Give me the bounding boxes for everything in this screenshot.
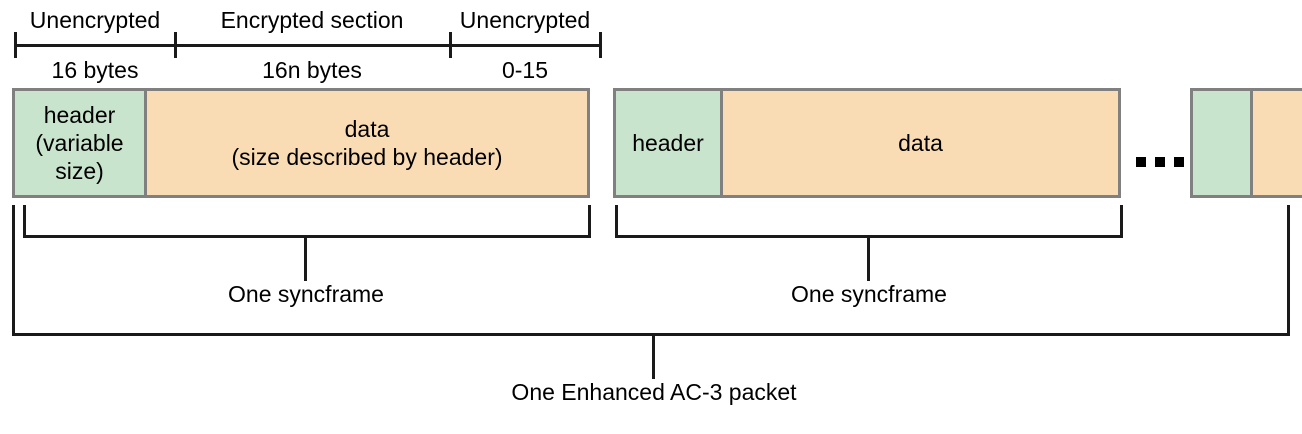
ruler-top-label-3: Unencrypted bbox=[459, 7, 591, 33]
packet-1-header-line-3: size) bbox=[55, 158, 104, 184]
packet-bracket-left-arm bbox=[12, 205, 15, 336]
continuation-ellipsis-icon bbox=[1136, 157, 1184, 167]
syncframe-1-left-arm bbox=[23, 205, 26, 238]
ruler-bottom-label-3: 0-15 bbox=[501, 57, 549, 83]
ruler-bottom-label-2: 16n bytes bbox=[262, 57, 362, 83]
ruler-top-label-2: Encrypted section bbox=[220, 7, 404, 33]
syncframe-1-rail bbox=[23, 235, 591, 238]
packet-bracket-label: One Enhanced AC-3 packet bbox=[511, 379, 797, 405]
syncframe-2-right-arm bbox=[1120, 205, 1123, 238]
packet-2-header-segment: header bbox=[616, 91, 723, 195]
packet-2-data-segment: data bbox=[723, 91, 1118, 195]
packet-bracket-right-arm bbox=[1287, 205, 1290, 336]
packet-1-header-line-1: header bbox=[43, 102, 116, 128]
packet-1-data-line-1: data bbox=[344, 116, 390, 142]
packet-1-header-segment: header (variable size) bbox=[15, 91, 147, 195]
packet-1-header-line-2: (variable bbox=[35, 130, 124, 156]
ruler-tick-0 bbox=[14, 32, 17, 58]
packet-3-data-segment bbox=[1253, 91, 1302, 195]
syncframe-1-stem bbox=[304, 235, 307, 281]
packet-1-data-line-2: (size described by header) bbox=[231, 144, 503, 170]
syncframe-1-label: One syncframe bbox=[228, 281, 384, 307]
ruler-baseline bbox=[14, 44, 602, 47]
packet-bracket-stem bbox=[652, 333, 655, 379]
packet-block-2: header data bbox=[613, 88, 1121, 198]
packet-block-3 bbox=[1190, 88, 1302, 198]
packet-block-1: header (variable size) data (size descri… bbox=[12, 88, 590, 198]
ruler-bottom-label-1: 16 bytes bbox=[51, 57, 139, 83]
ruler-tick-3 bbox=[599, 32, 602, 58]
packet-3-header-segment bbox=[1193, 91, 1253, 195]
syncframe-2-left-arm bbox=[615, 205, 618, 238]
ruler-tick-1 bbox=[174, 32, 177, 58]
ruler-tick-2 bbox=[449, 32, 452, 58]
syncframe-2-label: One syncframe bbox=[791, 281, 947, 307]
ruler-top-label-1: Unencrypted bbox=[29, 7, 161, 33]
syncframe-2-stem bbox=[867, 235, 870, 281]
packet-bracket-rail bbox=[12, 333, 1290, 336]
packet-1-data-segment: data (size described by header) bbox=[147, 91, 587, 195]
syncframe-1-right-arm bbox=[588, 205, 591, 238]
